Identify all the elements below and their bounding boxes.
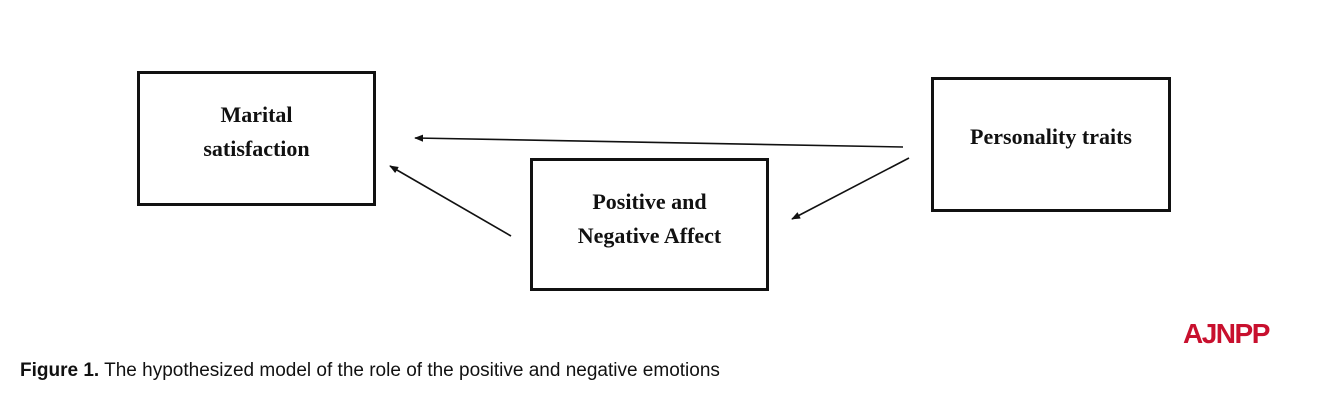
node-personality-traits: Personality traits — [931, 77, 1171, 212]
figure-caption: Figure 1. The hypothesized model of the … — [20, 360, 720, 382]
figure-caption-label: Figure 1. — [20, 360, 100, 381]
figure-caption-text: The hypothesized model of the role of th… — [99, 360, 720, 381]
arrow-personality-to-marital — [414, 134, 904, 148]
arrow-personality-to-affect — [791, 157, 910, 220]
node-marital-satisfaction-label: Marital satisfaction — [203, 98, 309, 166]
node-affect-line1: Positive and — [592, 189, 707, 214]
node-positive-negative-affect: Positive and Negative Affect — [530, 158, 769, 291]
node-marital-line1: Marital — [220, 102, 293, 127]
journal-logo: AJNPP — [1183, 318, 1270, 349]
arrow-affect-to-marital — [389, 165, 512, 237]
node-marital-line2: satisfaction — [203, 136, 310, 161]
node-personality-label: Personality traits — [970, 124, 1132, 149]
node-affect-label: Positive and Negative Affect — [578, 185, 722, 253]
node-affect-line2: Negative Affect — [577, 223, 722, 248]
node-marital-satisfaction: Marital satisfaction — [137, 71, 376, 206]
